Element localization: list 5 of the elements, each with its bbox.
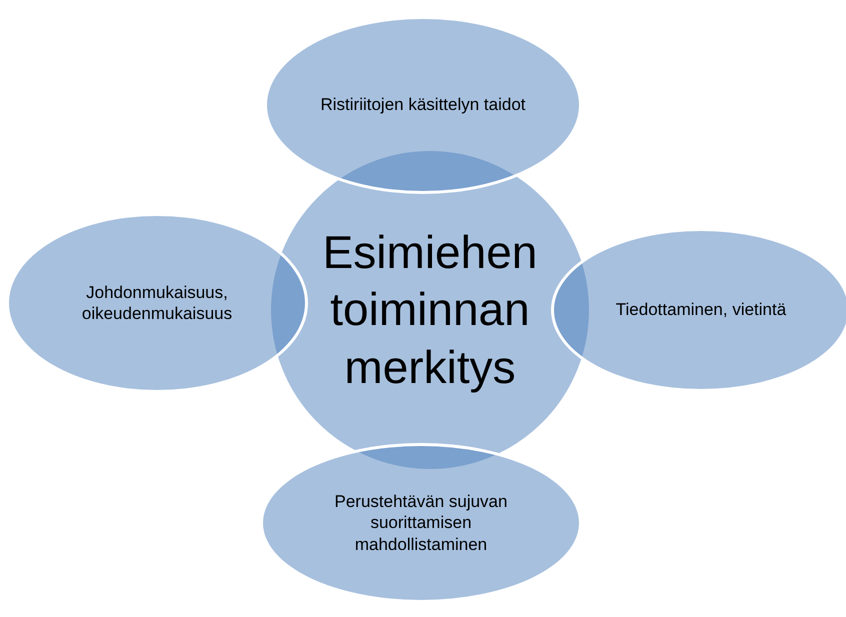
node-text: Esimiehen toiminnan merkitys <box>322 224 538 395</box>
node-text: Tiedottaminen, vietintä <box>616 299 786 321</box>
node-text: Perustehtävän sujuvan suorittamisen mahdollistaminen <box>334 491 508 555</box>
node-text: Johdonmukaisuus, oikeudenmukaisuus <box>80 282 234 324</box>
node-text: Ristiriitojen käsittelyn taidot <box>320 94 526 116</box>
